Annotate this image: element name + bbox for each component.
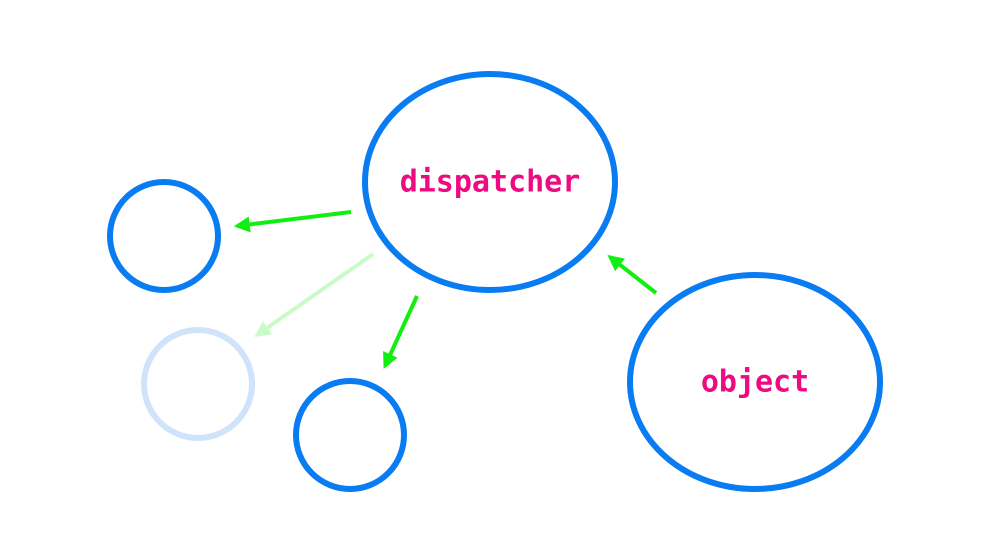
- node-object: [627, 272, 883, 492]
- node-listener-3: [293, 378, 407, 492]
- edge-dispatcher-to-listener-1: [233, 210, 352, 233]
- node-dispatcher: [362, 71, 618, 293]
- node-listener-2: [141, 327, 255, 441]
- node-object-label: object: [701, 365, 809, 400]
- node-listener-1: [107, 179, 221, 293]
- edge-dispatcher-to-listener-2: [254, 252, 375, 337]
- edge-dispatcher-to-listener-3: [383, 295, 419, 369]
- node-dispatcher-label: dispatcher: [400, 165, 581, 200]
- edge-object-to-dispatcher: [607, 255, 658, 295]
